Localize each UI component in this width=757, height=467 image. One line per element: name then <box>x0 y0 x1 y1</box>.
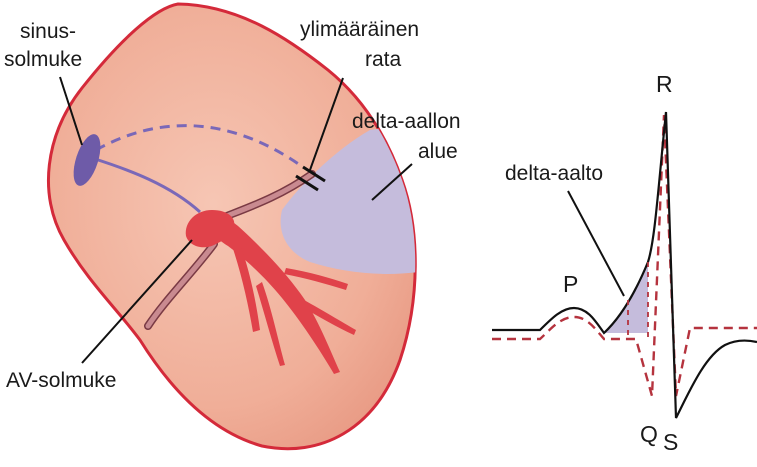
ecg-label-q: Q <box>640 421 658 447</box>
label-av-node: AV-solmuke <box>6 369 117 392</box>
label-accessory-line2: rata <box>365 48 402 71</box>
label-sinus-line1: sinus- <box>20 20 76 43</box>
ecg-normal-dashed <box>492 115 757 396</box>
ecg-preexcited-solid <box>492 112 757 418</box>
ecg-trace <box>492 112 757 418</box>
ecg-label-s: S <box>663 429 678 455</box>
label-sinus-line2: solmuke <box>4 48 82 71</box>
label-accessory-line1: ylimääräinen <box>300 18 419 41</box>
label-delta-area-line1: delta-aallon <box>352 110 461 133</box>
label-delta-area-line2: alue <box>418 140 458 163</box>
label-delta-wave: delta-aalto <box>505 162 603 185</box>
ecg-label-p: P <box>563 271 578 297</box>
ecg-label-r: R <box>656 71 673 97</box>
